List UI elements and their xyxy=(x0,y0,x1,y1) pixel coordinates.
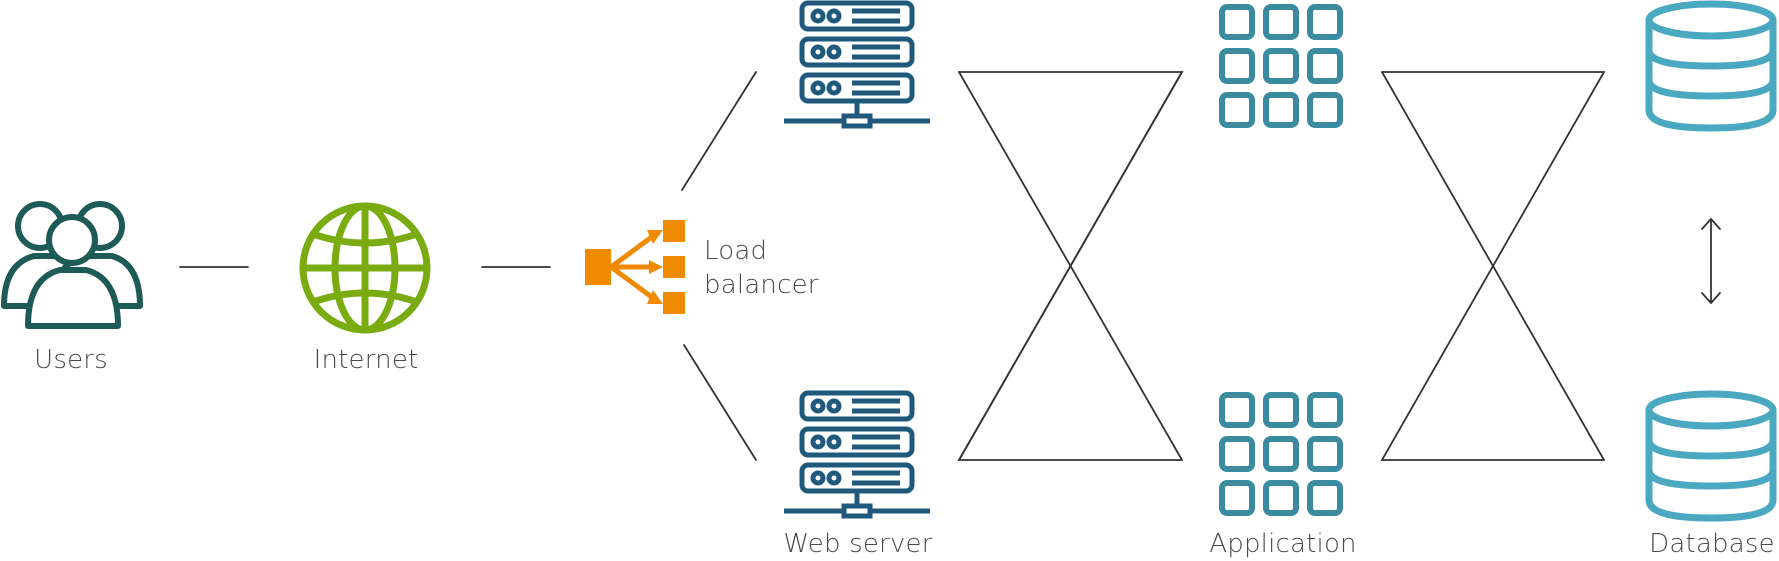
application-label: Application xyxy=(1209,529,1357,559)
load-balancer-icon xyxy=(585,220,685,314)
globe-icon xyxy=(299,202,431,334)
internet-label: Internet xyxy=(313,345,419,375)
app-grid-icon-top xyxy=(1219,4,1343,128)
server-rack-icon-bottom xyxy=(784,390,930,519)
users-label: Users xyxy=(34,345,108,375)
users-group-icon xyxy=(1,201,143,329)
database-icon-bottom xyxy=(1645,390,1777,522)
database-icon-top xyxy=(1645,0,1777,132)
app-db-cross-4 xyxy=(1381,71,1605,461)
app-grid-icon-bottom xyxy=(1219,392,1343,516)
database-sync-arrow-head-down xyxy=(1701,292,1721,305)
database-sync-arrow-head-up xyxy=(1701,217,1721,230)
load-balancer-label-line2: balancer xyxy=(704,270,819,300)
web-app-cross-3 xyxy=(958,71,1183,461)
database-label: Database xyxy=(1649,529,1775,559)
server-rack-icon-top xyxy=(784,0,930,129)
web-server-label: Web server xyxy=(783,529,933,559)
load-balancer-label-line1: Load xyxy=(704,236,768,266)
lb-webserver-top-connector xyxy=(681,71,757,191)
lb-webserver-bottom-connector xyxy=(683,344,757,461)
